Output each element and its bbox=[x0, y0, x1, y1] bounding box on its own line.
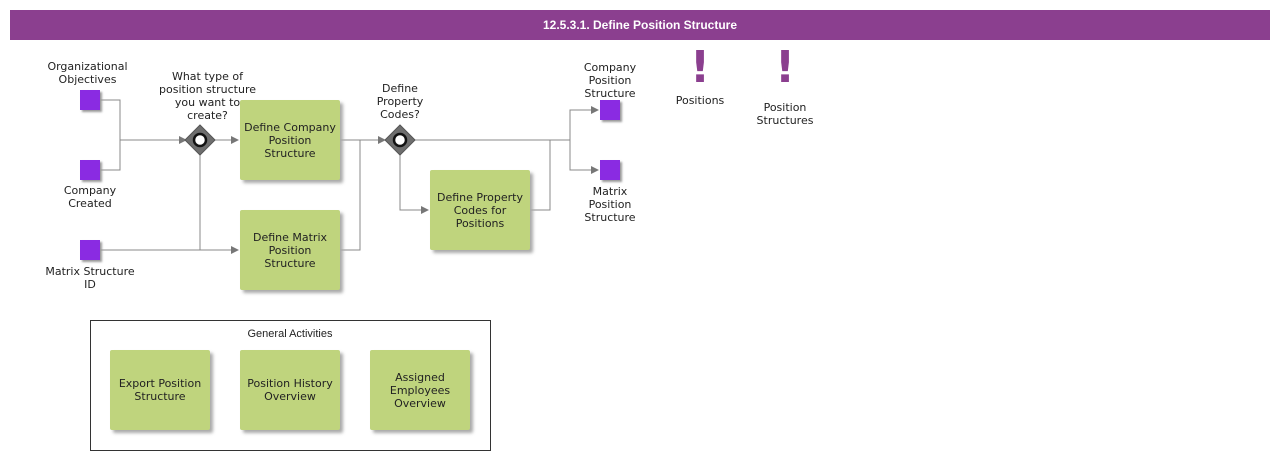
position-structures-exclamation-icon[interactable]: ! bbox=[774, 42, 796, 93]
positions-exclamation-icon[interactable]: ! bbox=[689, 42, 711, 93]
property-codes-gateway bbox=[384, 124, 416, 156]
matrix-position-structure-square[interactable] bbox=[600, 160, 620, 180]
general-activities-title: General Activities bbox=[247, 328, 333, 340]
organizational-objectives-square[interactable] bbox=[80, 90, 100, 110]
positions-label: Positions bbox=[675, 94, 725, 107]
matrix-structure-id-square[interactable] bbox=[80, 240, 100, 260]
general-activities-group bbox=[90, 320, 491, 451]
diagram-title: 12.5.3.1. Define Position Structure bbox=[10, 10, 1270, 40]
company-position-structure-square[interactable] bbox=[600, 100, 620, 120]
company-created-square[interactable] bbox=[80, 160, 100, 180]
structure-type-gateway bbox=[184, 124, 216, 156]
